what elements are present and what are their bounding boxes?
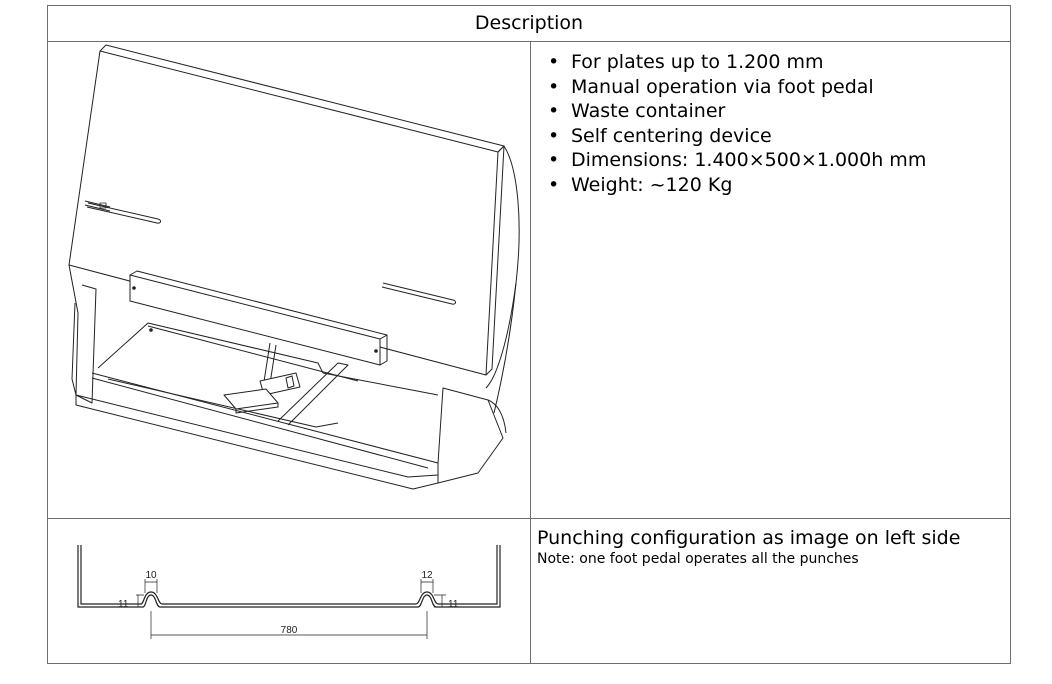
list-item: •For plates up to 1.200 mm — [548, 51, 824, 73]
list-item: •Weight: ~120 Kg — [548, 173, 733, 196]
description-table: Description — [47, 5, 1011, 664]
dim-right-width: 12 — [421, 570, 433, 581]
list-item: •Waste container — [548, 100, 726, 123]
config-note: Note: one foot pedal operates all the pu… — [537, 551, 859, 567]
feature-list: •For plates up to 1.200 mm •Manual opera… — [538, 50, 1008, 198]
punch-profile-drawing: 10 11 12 11 780 — [48, 519, 530, 664]
list-item: •Self centering device — [548, 124, 772, 147]
dim-left-width: 10 — [145, 570, 157, 581]
dim-span: 780 — [281, 625, 298, 636]
dim-right-height: 11 — [448, 599, 459, 610]
machine-illustration — [48, 43, 530, 518]
list-item: •Manual operation via foot pedal — [548, 75, 874, 98]
punching-configuration: Punching configuration as image on left … — [537, 526, 1007, 568]
list-item: •Dimensions: 1.400×500×1.000h mm — [548, 149, 927, 172]
column-divider — [530, 42, 531, 663]
dim-left-height: 11 — [118, 599, 129, 610]
row-divider — [48, 518, 1010, 519]
table-header: Description — [48, 6, 1010, 42]
config-title: Punching configuration as image on left … — [537, 527, 961, 549]
